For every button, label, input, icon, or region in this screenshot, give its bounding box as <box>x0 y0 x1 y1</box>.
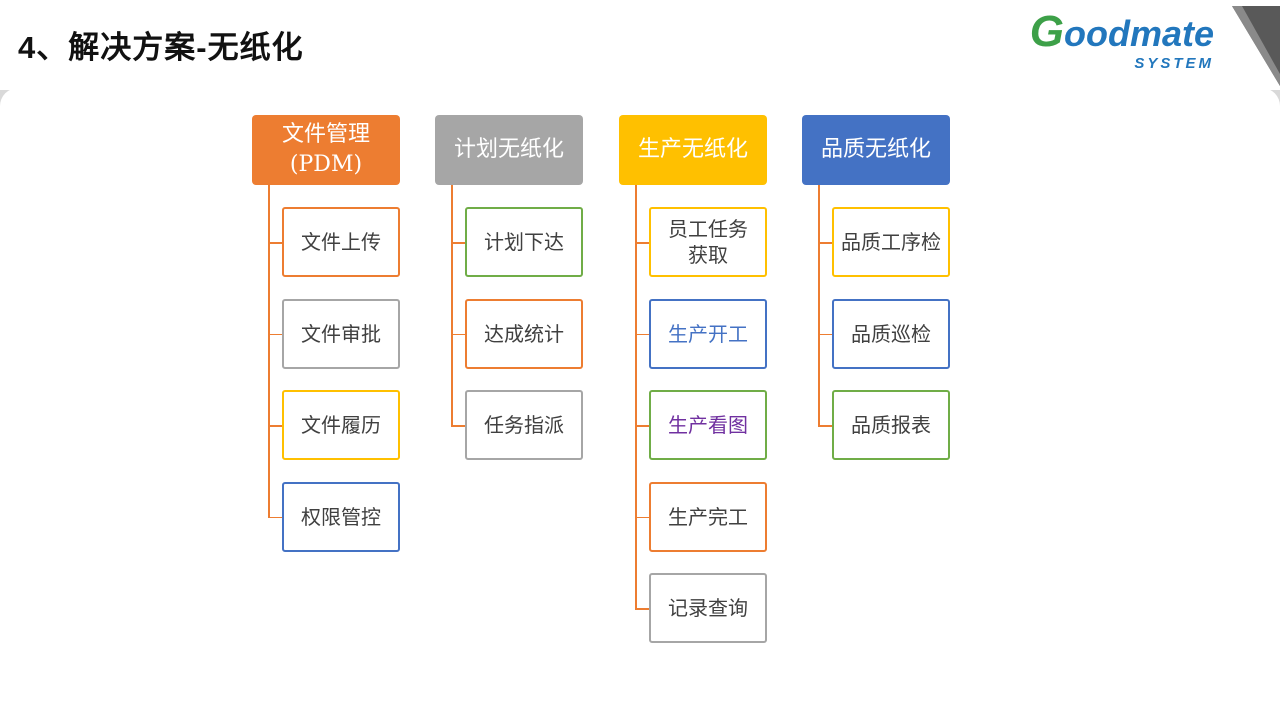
node-label: 达成统计 <box>484 321 564 346</box>
connector-stub <box>268 242 282 244</box>
connector-vertical-production <box>635 185 637 608</box>
node-label: 权限管控 <box>301 504 381 529</box>
column-header-quality: 品质无纸化 <box>802 115 950 185</box>
page-title: 4、解决方案-无纸化 <box>18 30 304 65</box>
node-quality-2: 品质报表 <box>832 390 950 460</box>
node-pdm-1: 文件审批 <box>282 298 400 369</box>
node-label: 品质巡检 <box>851 321 931 346</box>
connector-stub <box>635 425 649 427</box>
node-pdm-0: 文件上传 <box>282 207 400 277</box>
logo-brand-text: Goodmate <box>1030 10 1214 54</box>
node-label: 文件履历 <box>301 413 381 437</box>
goodmate-logo: Goodmate SYSTEM <box>1030 10 1214 72</box>
connector-vertical-pdm <box>268 185 270 517</box>
node-label: 生产开工 <box>668 321 748 346</box>
connector-stub <box>451 242 465 244</box>
node-pdm-3: 权限管控 <box>282 481 400 552</box>
node-plan-2: 任务指派 <box>465 390 583 460</box>
column-header-label: 文件管理 (PDM) <box>281 122 370 177</box>
column-header-label: 品质无纸化 <box>820 137 931 163</box>
node-label: 文件审批 <box>301 321 381 346</box>
node-production-3: 生产完工 <box>649 481 767 552</box>
node-plan-0: 计划下达 <box>465 207 583 277</box>
column-header-label: 生产无纸化 <box>637 137 748 163</box>
node-label: 员工任务 获取 <box>668 217 748 267</box>
node-quality-1: 品质巡检 <box>832 298 950 369</box>
connector-stub <box>268 425 282 427</box>
logo-brand-rest: oodmate <box>1063 13 1214 54</box>
slide-content-card <box>0 88 1280 720</box>
node-production-0: 员工任务 获取 <box>649 207 767 277</box>
connector-stub <box>635 608 649 610</box>
logo-subtitle: SYSTEM <box>1134 55 1214 72</box>
column-header-pdm: 文件管理 (PDM) <box>252 115 400 185</box>
connector-vertical-plan <box>451 185 453 425</box>
connector-vertical-quality <box>818 185 820 425</box>
connector-stub <box>451 425 465 427</box>
node-production-4: 记录查询 <box>649 573 767 643</box>
corner-fold-decoration <box>1232 6 1280 86</box>
connector-stub <box>635 333 649 335</box>
connector-stub <box>635 516 649 518</box>
column-header-plan: 计划无纸化 <box>435 115 583 185</box>
logo-letter-g: G <box>1029 7 1064 56</box>
node-production-2: 生产看图 <box>649 390 767 460</box>
node-production-1: 生产开工 <box>649 298 767 369</box>
connector-stub <box>818 425 832 427</box>
node-pdm-2: 文件履历 <box>282 390 400 460</box>
connector-stub <box>818 333 832 335</box>
connector-stub <box>635 242 649 244</box>
node-label: 文件上传 <box>301 230 381 254</box>
title-bar: 4、解决方案-无纸化 Goodmate SYSTEM <box>0 0 1280 90</box>
column-header-production: 生产无纸化 <box>619 115 767 185</box>
node-label: 品质工序检 <box>841 230 941 254</box>
node-label: 品质报表 <box>851 413 931 437</box>
connector-stub <box>268 516 282 518</box>
node-plan-1: 达成统计 <box>465 298 583 369</box>
node-label: 记录查询 <box>668 596 748 620</box>
node-quality-0: 品质工序检 <box>832 207 950 277</box>
node-label: 生产完工 <box>668 504 748 529</box>
node-label: 任务指派 <box>484 413 564 437</box>
connector-stub <box>818 242 832 244</box>
connector-stub <box>451 333 465 335</box>
connector-stub <box>268 333 282 335</box>
column-header-label: 计划无纸化 <box>453 137 564 163</box>
node-label: 计划下达 <box>484 230 564 254</box>
node-label: 生产看图 <box>668 413 748 437</box>
